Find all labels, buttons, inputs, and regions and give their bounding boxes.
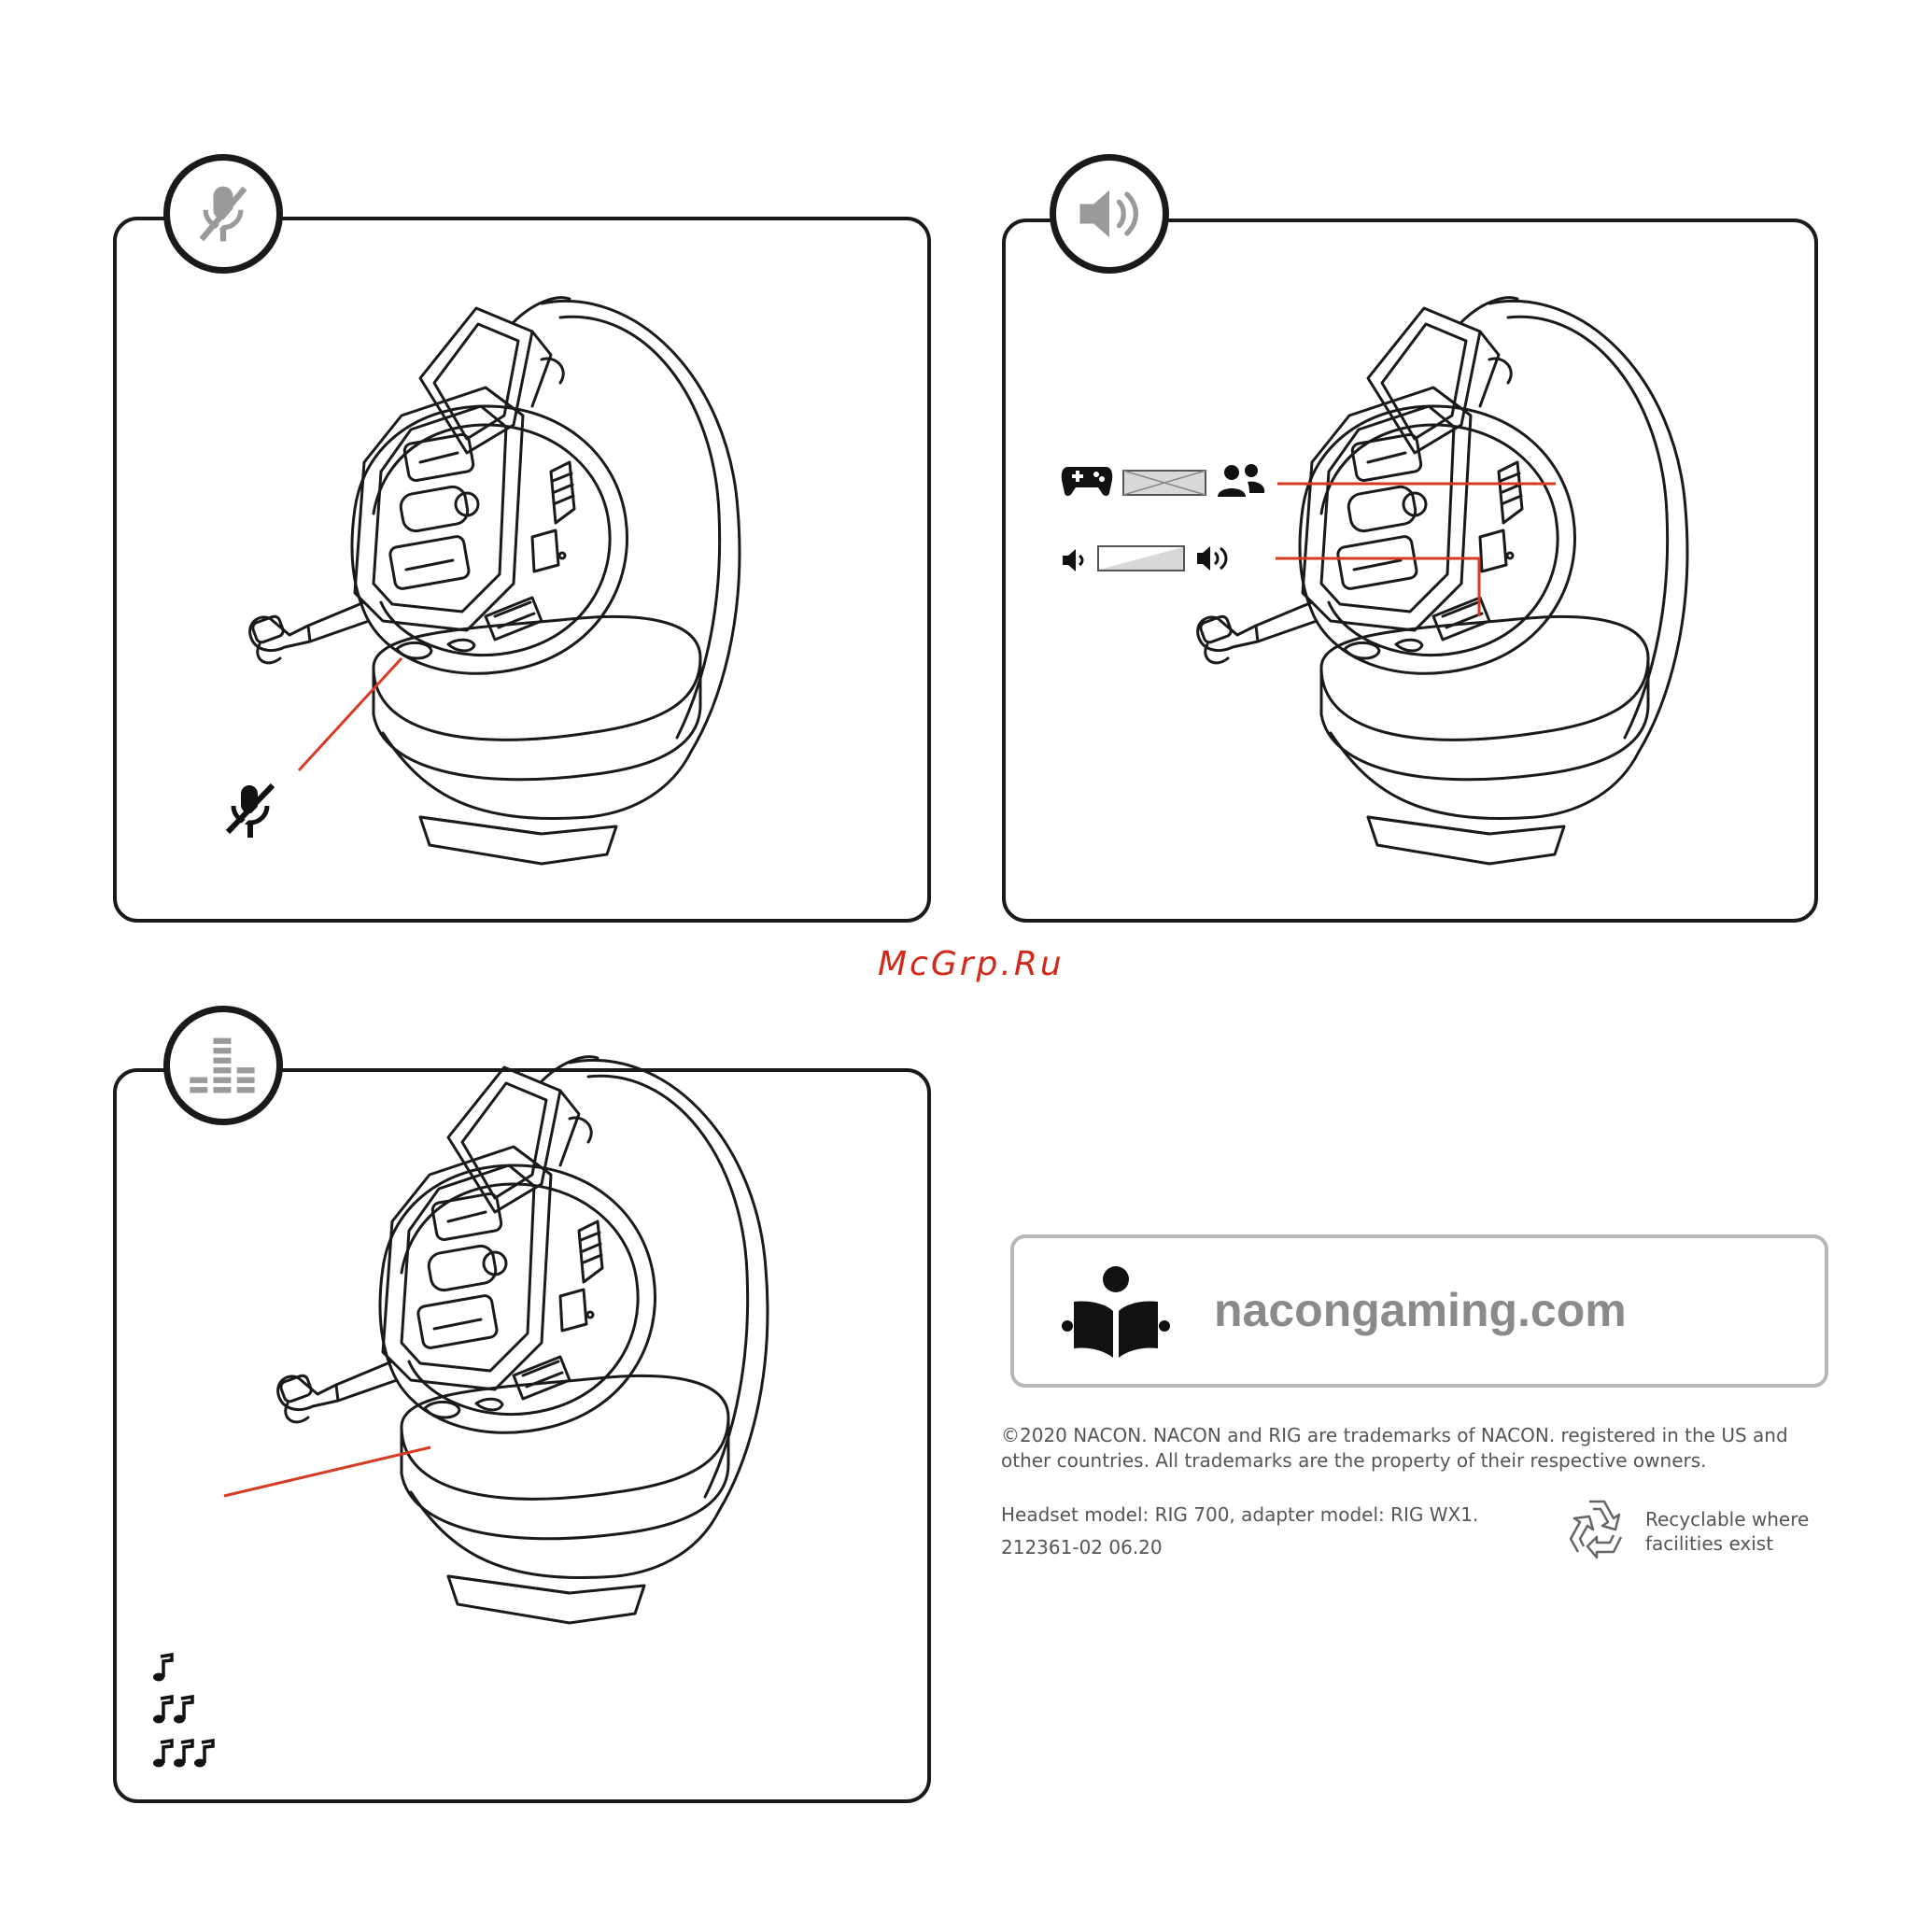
speaker-high-icon: [1195, 542, 1233, 575]
eq-badge: [163, 1006, 283, 1125]
eq-callout-line: [220, 1443, 444, 1499]
equalizer-icon: [184, 1026, 262, 1105]
recycle-text: Recyclable where facilities exist: [1645, 1507, 1809, 1556]
three-notes-icon: [151, 1739, 219, 1769]
headset-illustration-eq: [261, 1137, 784, 1642]
volume-callout-lines: [1276, 467, 1565, 654]
people-icon: [1216, 463, 1266, 499]
two-notes-icon: [151, 1695, 196, 1725]
website-box: nacongaming.com: [1010, 1234, 1828, 1388]
mic-mute-badge: [163, 154, 283, 274]
legal-text: ©2020 NACON. NACON and RIG are trademark…: [1001, 1423, 1823, 1474]
recycle-text-line1: Recyclable where: [1645, 1507, 1809, 1531]
mic-muted-icon: [184, 175, 262, 253]
gamepad-icon: [1061, 461, 1113, 499]
mic-mute-callout-line: [280, 644, 430, 794]
website-url[interactable]: nacongaming.com: [1214, 1283, 1627, 1337]
code-text: 212361-02 06.20: [1001, 1536, 1163, 1558]
recycle-text-line2: facilities exist: [1645, 1531, 1809, 1556]
mix-slider-graphic: [1122, 470, 1206, 496]
mic-muted-icon: [222, 780, 280, 847]
reader-icon: [1061, 1266, 1171, 1360]
recycle-icon: [1561, 1494, 1632, 1565]
model-text: Headset model: RIG 700, adapter model: R…: [1001, 1503, 1478, 1526]
speaker-low-icon: [1061, 545, 1087, 575]
volume-slider-graphic: [1097, 545, 1185, 571]
volume-badge: [1050, 154, 1169, 274]
watermark-text: McGrp.Ru: [878, 945, 1065, 983]
speaker-icon: [1070, 175, 1149, 253]
one-note-icon: [151, 1653, 174, 1683]
